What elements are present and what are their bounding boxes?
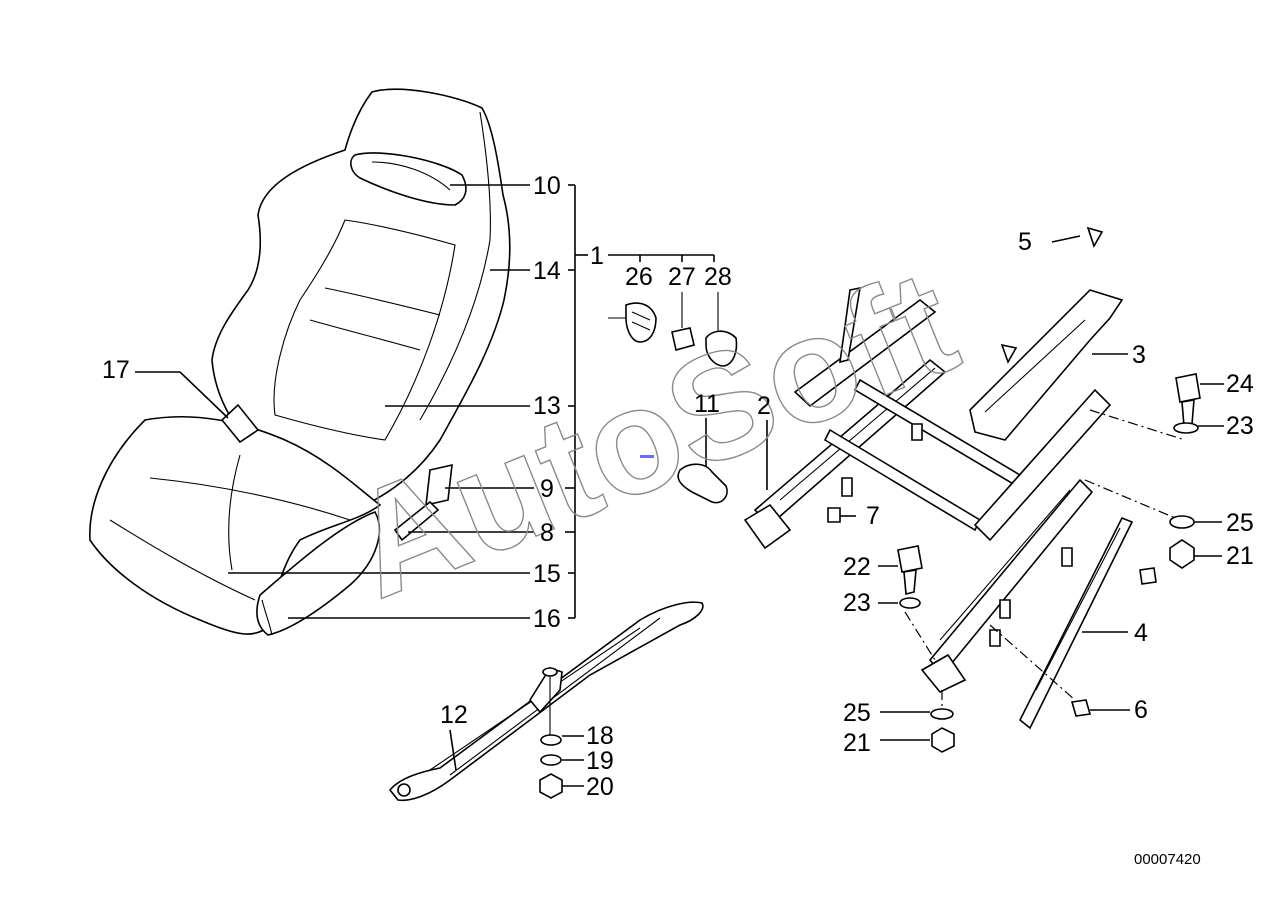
callout-23-right: 23 (1226, 412, 1254, 440)
washer-19 (540, 754, 562, 766)
callout-27: 27 (668, 263, 696, 291)
part-11 (677, 418, 728, 504)
callout-11: 11 (694, 390, 720, 418)
callout-9: 9 (540, 475, 554, 503)
callout-20: 20 (586, 773, 614, 801)
callout-8: 8 (540, 519, 554, 547)
callout-21-lower: 21 (843, 729, 871, 757)
plug-6 (1070, 699, 1092, 717)
clip-28 (705, 330, 738, 367)
part-4-trim (989, 409, 1186, 730)
bolt-22 (897, 545, 923, 573)
washer-18 (540, 734, 562, 746)
callout-19: 19 (586, 747, 614, 775)
callout-22: 22 (843, 553, 871, 581)
part-12-bracket (388, 601, 704, 802)
washer-25-lower (930, 708, 954, 720)
callout-18: 18 (586, 722, 614, 750)
reference-number: 00007420 (1134, 851, 1201, 868)
callout-21-right: 21 (1226, 542, 1254, 570)
callout-labels: 1 2 3 4 5 6 7 8 9 10 11 12 13 14 15 16 1… (102, 172, 1254, 801)
hardware-right (1169, 373, 1224, 569)
seat-belt-buckle (425, 463, 453, 507)
callout-25-right: 25 (1226, 509, 1254, 537)
side-plate (969, 289, 1124, 441)
seat-leaders (135, 184, 715, 619)
hardware-lower (878, 545, 955, 753)
callout-1: 1 (590, 242, 604, 270)
callout-26: 26 (625, 263, 653, 291)
nut-20 (539, 773, 563, 799)
callout-13: 13 (533, 392, 561, 420)
clip-parts (608, 292, 738, 367)
callout-10: 10 (533, 172, 561, 200)
clip-26 (625, 302, 657, 343)
callout-2: 2 (757, 392, 771, 420)
marker-dash (640, 455, 654, 458)
nut-21-lower (931, 727, 955, 753)
bolt-24 (1175, 373, 1201, 403)
callout-28: 28 (704, 263, 732, 291)
washer-25 (1169, 515, 1195, 529)
callout-25-lower: 25 (843, 699, 871, 727)
callout-16: 16 (533, 605, 561, 633)
callout-15: 15 (533, 560, 561, 588)
callout-12: 12 (440, 701, 468, 729)
callout-7: 7 (866, 502, 880, 530)
callout-24: 24 (1226, 370, 1254, 398)
right-rail (973, 388, 1112, 542)
callout-4: 4 (1134, 619, 1148, 647)
seat-frame (743, 226, 1128, 693)
callout-6: 6 (1134, 696, 1148, 724)
clip-27 (671, 327, 695, 351)
head-opening (350, 152, 467, 206)
callout-23-lower: 23 (843, 589, 871, 617)
callout-3: 3 (1132, 341, 1146, 369)
callout-17: 17 (102, 356, 130, 384)
callout-14: 14 (533, 257, 561, 285)
nut-21 (1169, 539, 1195, 569)
callout-5: 5 (1018, 228, 1032, 256)
